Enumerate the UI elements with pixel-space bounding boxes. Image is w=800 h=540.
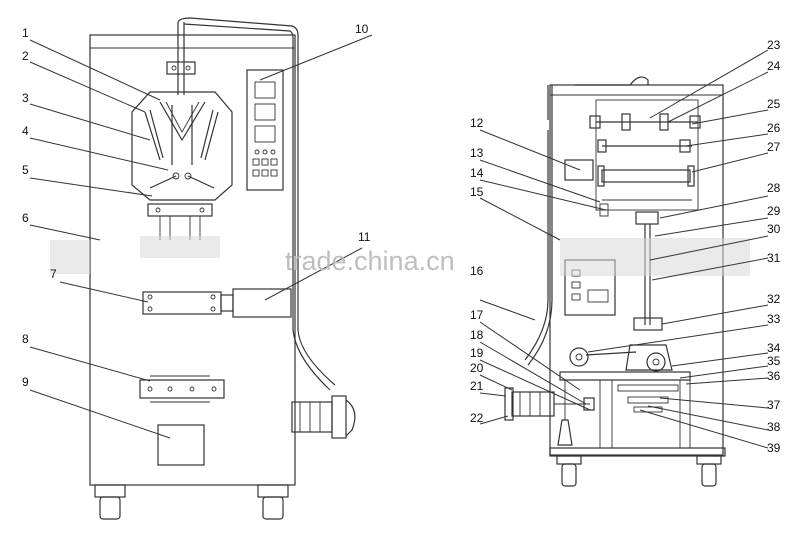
label-14: 14 [470,166,484,180]
label-31: 31 [767,251,781,265]
label-19: 19 [470,346,484,360]
label-30: 30 [767,222,781,236]
label-35: 35 [767,354,781,368]
left-top-clamp [166,61,196,75]
label-34: 34 [767,341,781,355]
left-wheel-front [94,484,126,498]
label-21: 21 [470,379,484,393]
label-29: 29 [767,204,781,218]
blurred-band [50,236,750,276]
label-26: 26 [767,121,781,135]
label-37: 37 [767,398,781,412]
label-38: 38 [767,420,781,434]
left-side-pump [291,401,333,433]
label-2: 2 [22,49,29,63]
right-cone-support [557,419,573,446]
right-roller-frame [595,99,699,211]
label-18: 18 [470,328,484,342]
watermark-text: trade.china.cn [285,246,455,276]
label-23: 23 [767,38,781,52]
left-sealing-frame [131,91,233,201]
label-36: 36 [767,369,781,383]
label-7: 7 [50,267,57,281]
right-drive-wheel [569,347,589,367]
right-base [549,447,726,457]
label-32: 32 [767,292,781,306]
label-22: 22 [470,411,484,425]
leader-lines [29,34,769,449]
left-lower-clamp [147,203,213,217]
left-film-former [159,101,206,142]
right-machine-side-view [504,76,726,487]
left-cutter-bar [139,379,225,399]
label-25: 25 [767,97,781,111]
left-machine-front-view [89,17,356,520]
left-supply-pipe [177,17,336,386]
label-16: 16 [470,264,484,278]
label-15: 15 [470,185,484,199]
label-9: 9 [22,375,29,389]
label-1: 1 [22,26,29,40]
left-control-panel [246,69,284,191]
label-27: 27 [767,140,781,154]
label-17: 17 [470,308,484,322]
right-top-pipe [575,76,649,86]
label-20: 20 [470,361,484,375]
left-horizontal-cylinder [142,291,222,315]
label-8: 8 [22,332,29,346]
left-outlet-box [157,424,205,466]
label-6: 6 [22,211,29,225]
left-cabinet-body [89,34,296,486]
right-wheel-front [556,455,582,465]
label-5: 5 [22,163,29,177]
left-wheel-rear [257,484,289,498]
label-24: 24 [767,59,781,73]
right-side-pump [511,391,555,417]
label-39: 39 [767,441,781,455]
right-motor-housing [625,344,673,371]
label-4: 4 [22,124,29,138]
callout-labels: 1 2 3 4 5 6 7 8 9 10 11 12 13 14 15 16 1… [22,22,781,455]
label-11: 11 [358,230,371,244]
label-33: 33 [767,312,781,326]
label-28: 28 [767,181,781,195]
right-wheel-rear [696,455,722,465]
right-guide-roller [601,169,691,183]
label-3: 3 [22,91,29,105]
right-supply-pipe [524,85,549,361]
label-10: 10 [355,22,369,36]
label-13: 13 [470,146,484,160]
right-work-table [559,371,691,381]
right-top-bracket [635,211,659,225]
right-photo-sensor [564,159,594,181]
label-12: 12 [470,116,484,130]
